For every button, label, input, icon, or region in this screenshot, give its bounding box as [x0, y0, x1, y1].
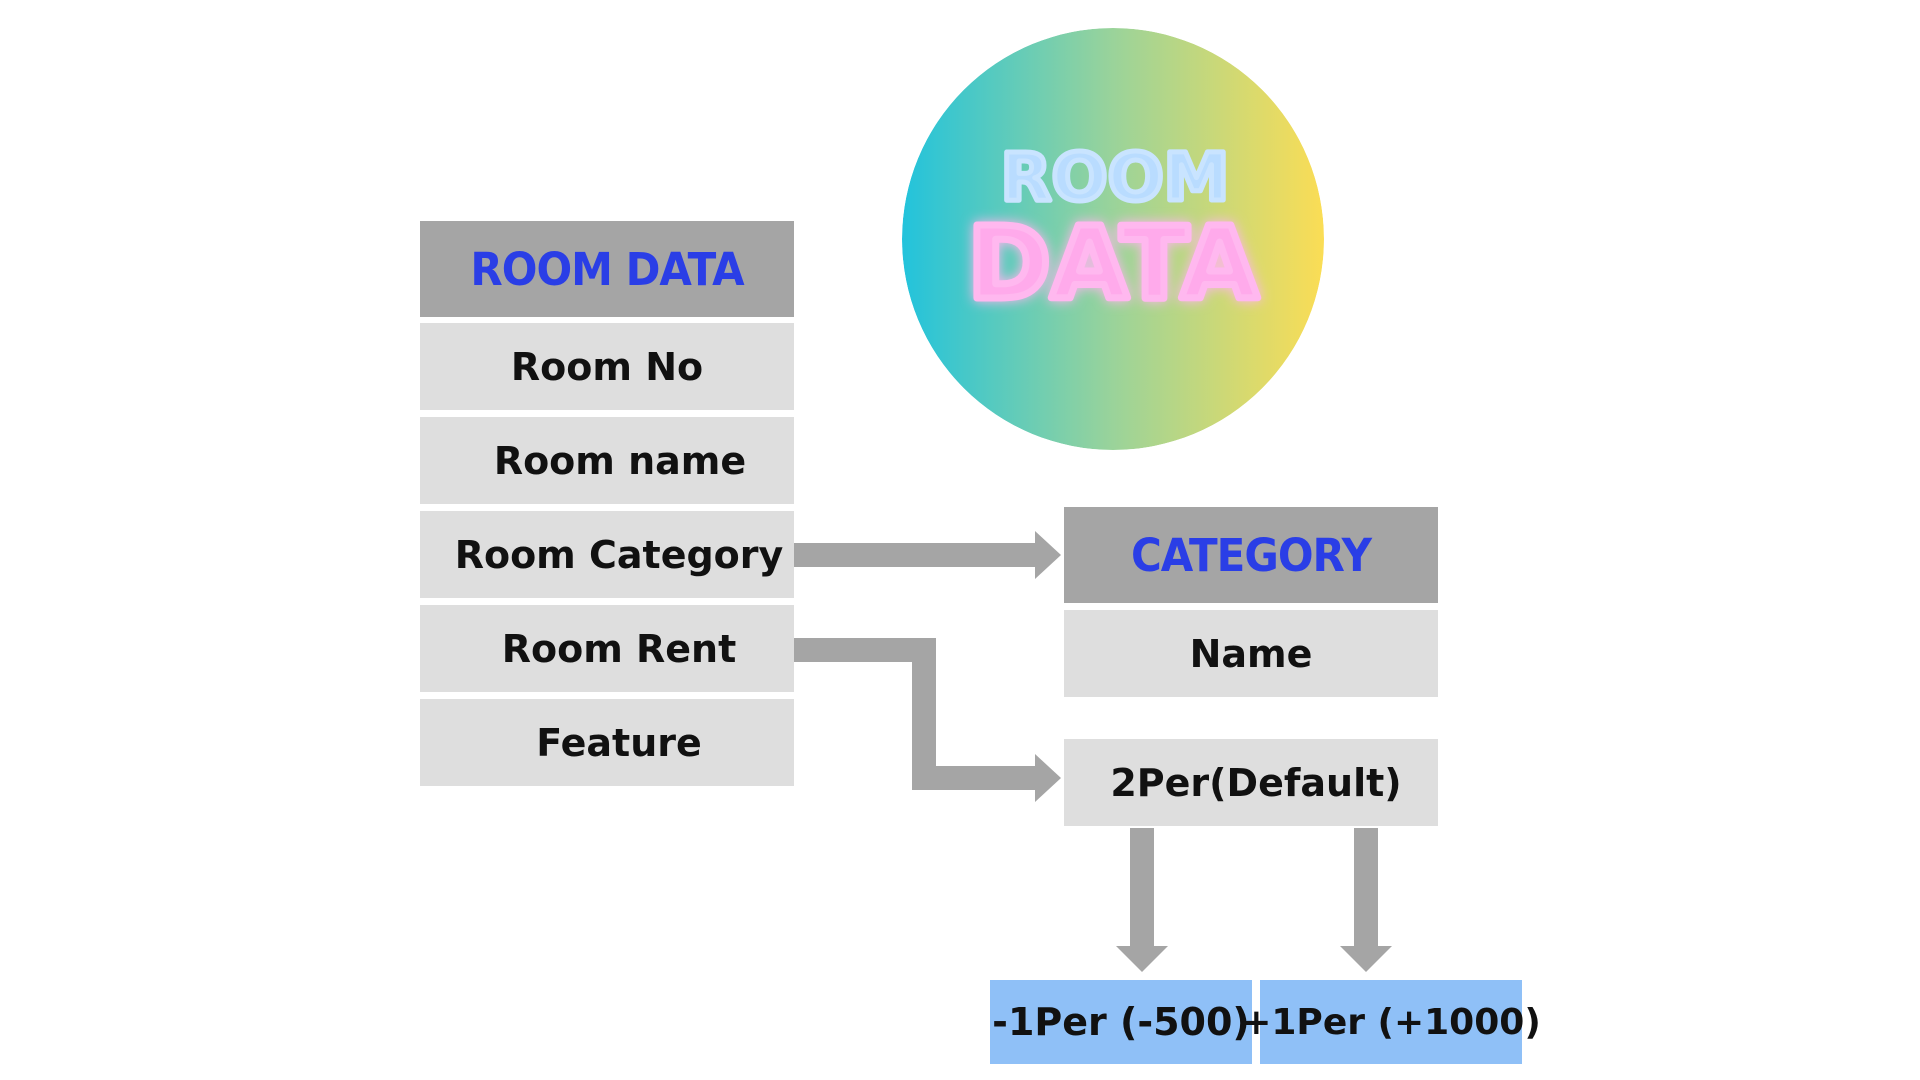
- room-row-label: Feature: [536, 720, 702, 765]
- room-row-room-category: Room Category: [420, 511, 794, 598]
- room-row-label: Room Rent: [501, 626, 737, 671]
- option-label: -1Per (-500): [992, 1000, 1250, 1044]
- room-row-room-no: Room No: [420, 323, 794, 410]
- arrow-category-link: [794, 531, 1061, 579]
- room-row-room-name: Room name: [420, 417, 794, 504]
- category-header-text: CATEGORY: [1130, 528, 1372, 582]
- category-header: CATEGORY: [1064, 507, 1438, 603]
- arrow-down-minus: [1116, 828, 1168, 972]
- default-capacity-box: 2Per(Default): [1064, 739, 1438, 826]
- room-row-feature: Feature: [420, 699, 794, 786]
- option-label: +1Per (+1000): [1241, 1001, 1541, 1043]
- logo-text-room: ROOM: [1001, 139, 1230, 216]
- logo-graphic: ROOM DATA: [902, 28, 1324, 450]
- room-data-logo: ROOM DATA: [902, 28, 1324, 450]
- option-minus-one-person: -1Per (-500): [990, 980, 1252, 1064]
- logo-text-data: DATA: [968, 205, 1258, 322]
- room-row-label: Room Category: [454, 532, 784, 577]
- room-row-label: Room No: [510, 344, 704, 389]
- category-row-label: Name: [1189, 631, 1313, 676]
- logo-circle: [902, 28, 1324, 450]
- room-data-header-text: ROOM DATA: [470, 242, 744, 296]
- room-row-room-rent: Room Rent: [420, 605, 794, 692]
- arrow-down-plus: [1340, 828, 1392, 972]
- arrow-rent-link: [794, 638, 1061, 802]
- room-row-label: Room name: [493, 438, 747, 483]
- default-capacity-label: 2Per(Default): [1110, 760, 1402, 805]
- room-data-header: ROOM DATA: [420, 221, 794, 317]
- option-plus-one-person: +1Per (+1000): [1241, 980, 1541, 1064]
- category-row-name: Name: [1064, 610, 1438, 697]
